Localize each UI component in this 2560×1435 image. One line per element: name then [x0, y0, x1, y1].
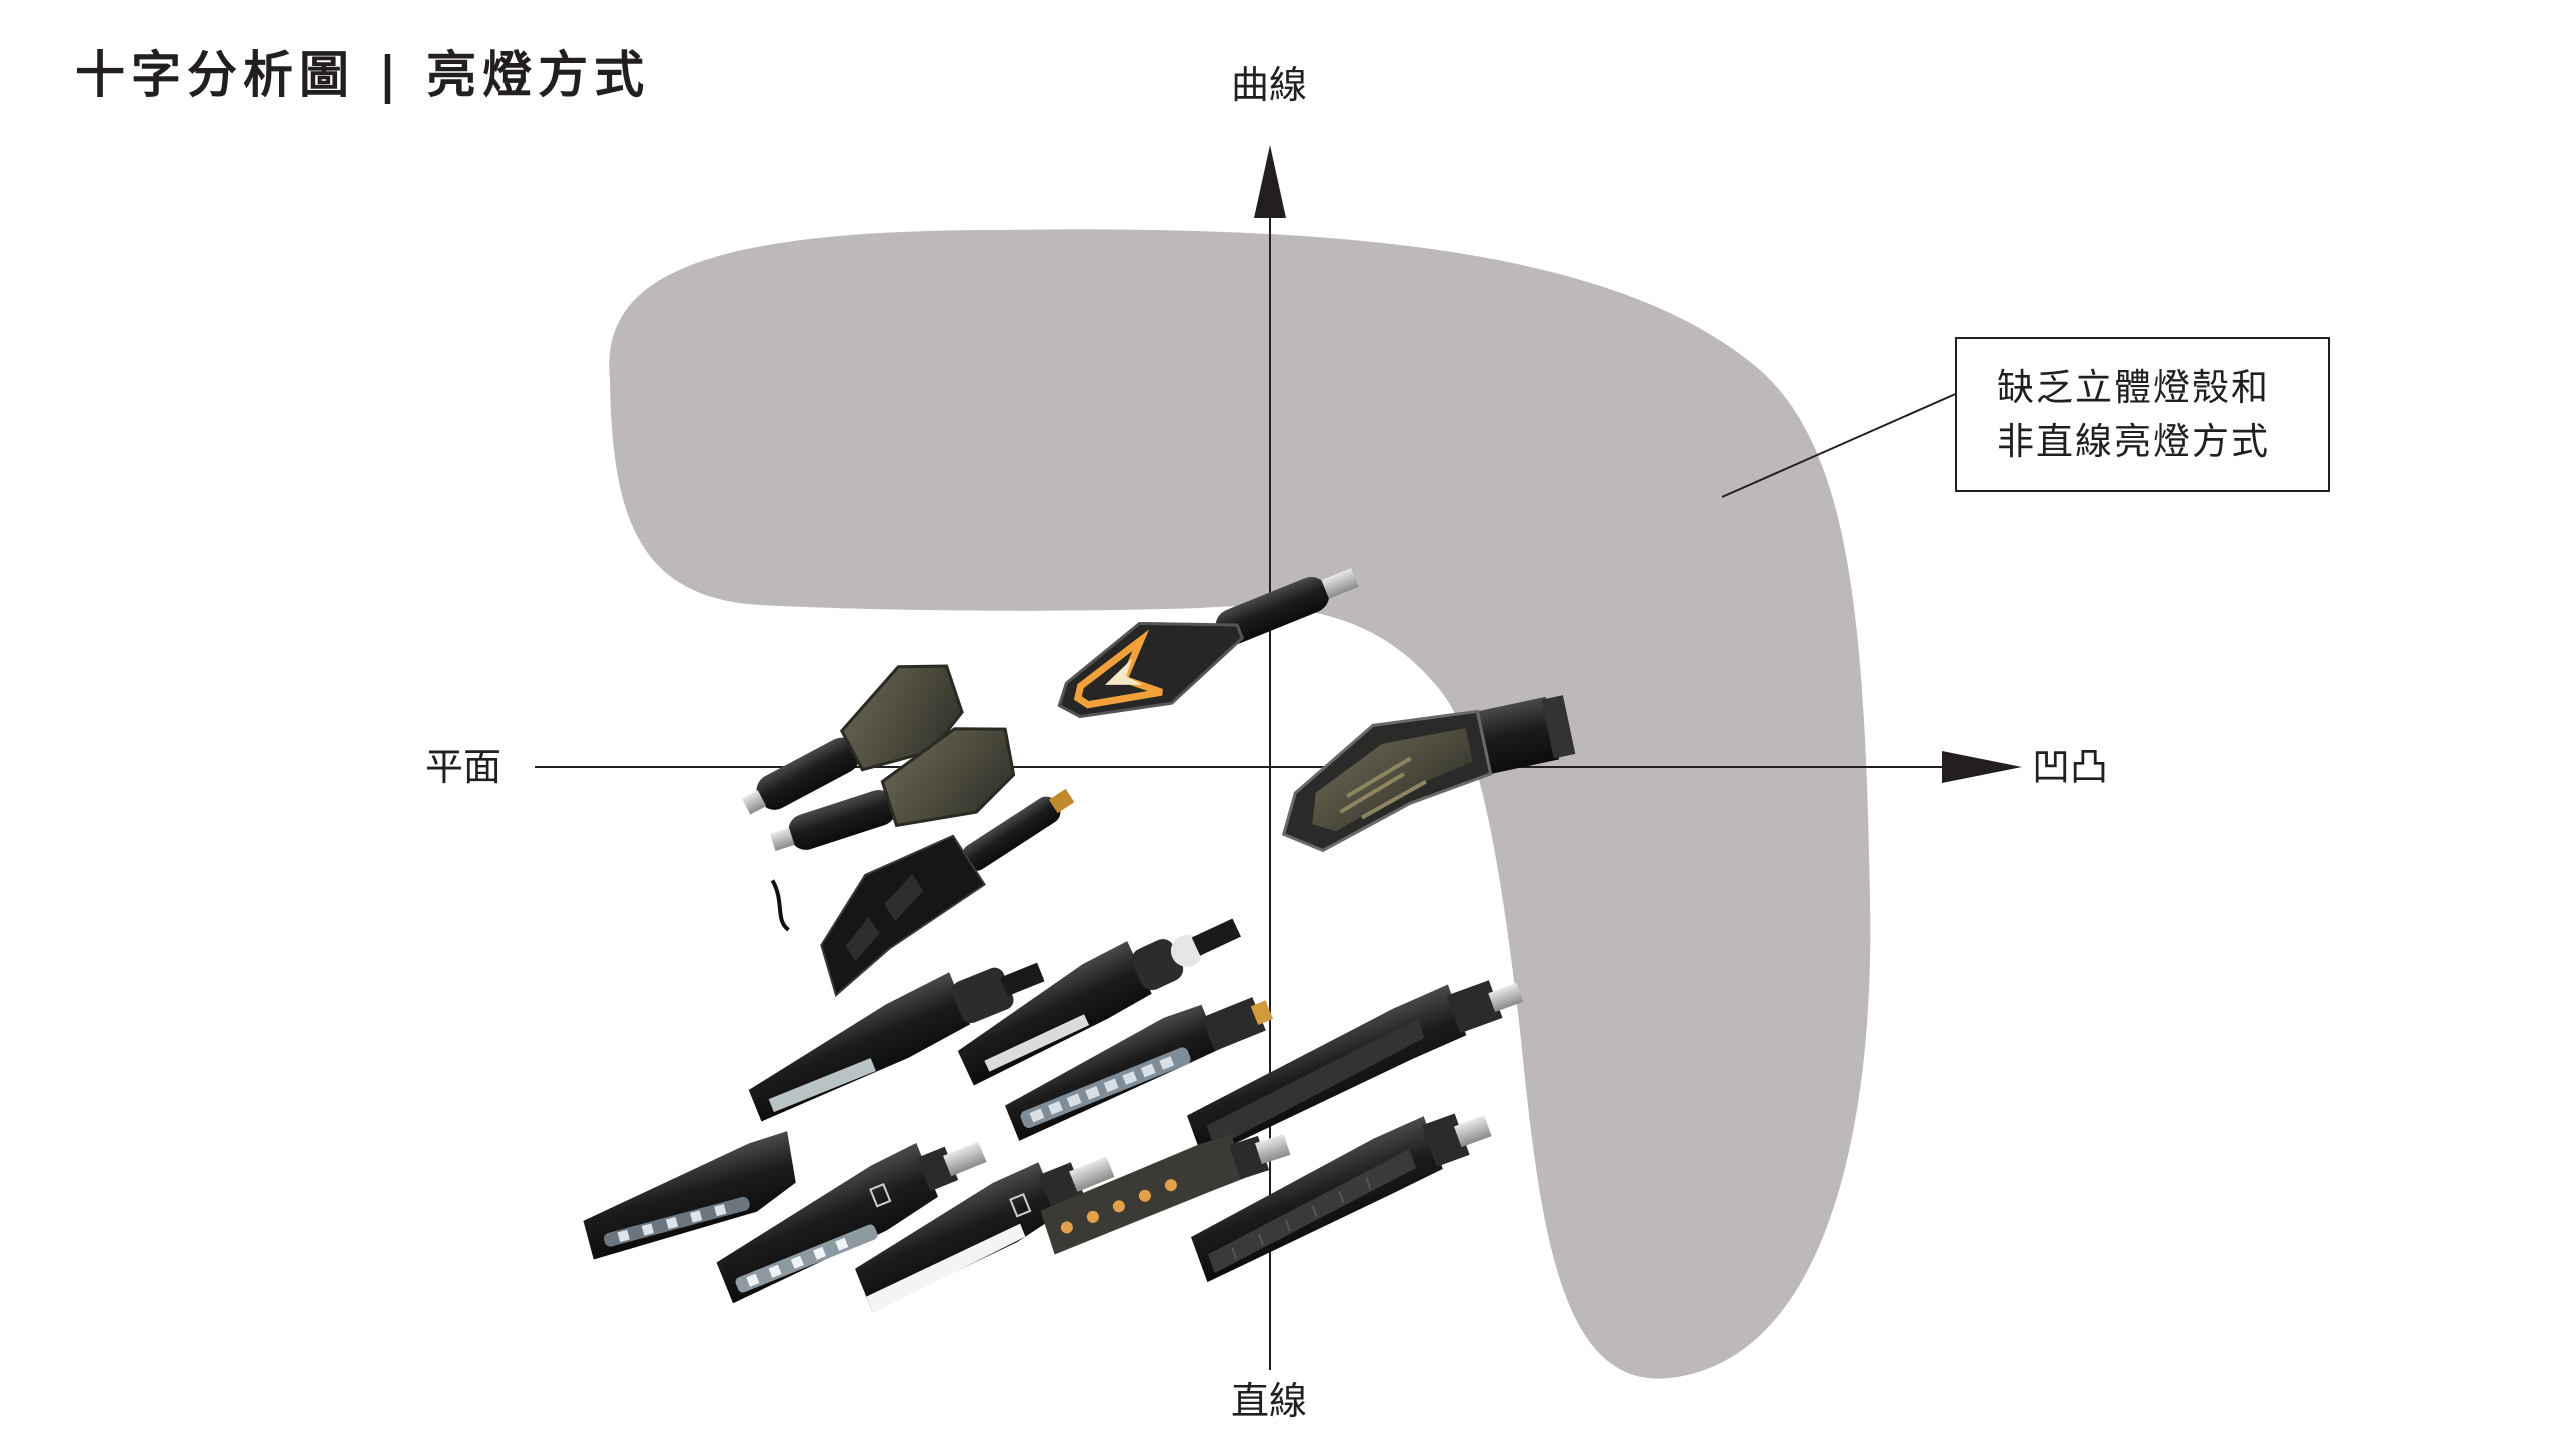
gap-region — [609, 229, 1871, 1379]
lamp-flat-smoke-b — [769, 727, 1016, 932]
page-title: 十字分析圖 | 亮燈方式 — [75, 46, 651, 104]
axes — [535, 145, 2022, 1370]
lamp-straight-led-8 — [1040, 1133, 1291, 1255]
callout-box: 缺乏立體燈殼和 非直線亮燈方式 — [1955, 337, 2330, 492]
callout-line-1: 缺乏立體燈殼和 — [1997, 365, 2270, 409]
lamp-straight-led-7 — [855, 1156, 1115, 1314]
axis-label-right: 凹凸 — [2032, 745, 2109, 789]
lamp-curved-smoke-arrow — [1281, 695, 1576, 853]
axis-label-top: 曲線 — [1231, 63, 1308, 107]
up-arrow-icon — [1254, 145, 1286, 218]
lamp-curved-amber-arrow — [1057, 568, 1359, 719]
lamp-straight-led-5 — [583, 1131, 796, 1260]
axis-label-bottom: 直線 — [1231, 1379, 1308, 1423]
axis-label-left: 平面 — [425, 745, 502, 789]
callout-leader-line — [1721, 391, 1961, 498]
lamp-straight-led-2 — [957, 918, 1241, 1086]
lamp-straight-led-6 — [716, 1141, 987, 1304]
lamp-straight-led-1 — [748, 962, 1045, 1122]
lamp-flat-black — [820, 788, 1075, 998]
right-arrow-icon — [1942, 751, 2022, 783]
lamp-straight-led-9 — [1191, 1113, 1492, 1283]
lamp-straight-led-3 — [1004, 997, 1274, 1141]
lamp-straight-led-4 — [1186, 980, 1524, 1159]
callout-line-2: 非直線亮燈方式 — [1997, 419, 2270, 463]
